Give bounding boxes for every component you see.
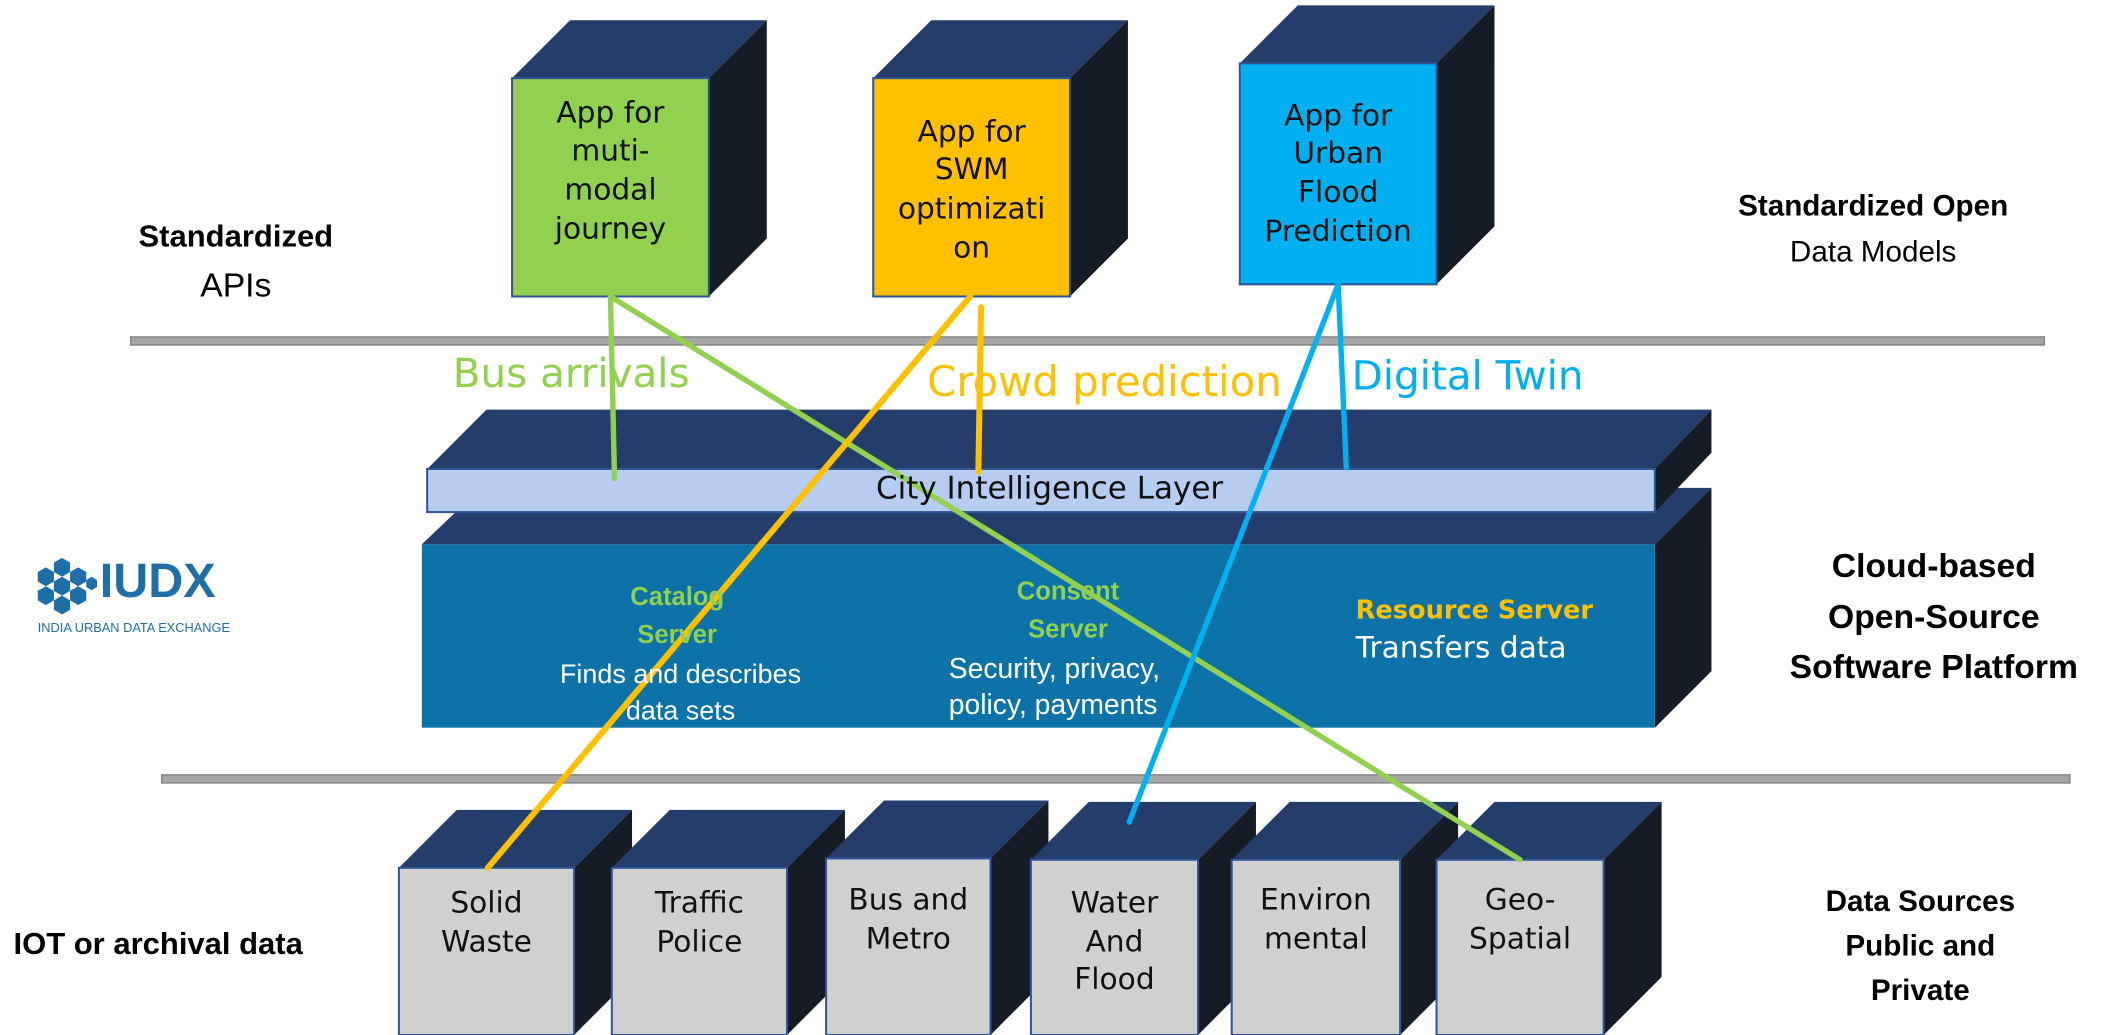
app-swm-label: App for SWM optimizati on [897,115,1046,265]
consent-server-title: Consent Server [1016,578,1120,644]
link-swm-to-intelligence [975,304,985,475]
bottom-separator [161,774,2071,784]
crowd-prediction-label: Crowd prediction [927,358,1282,407]
standardized-apis-rest: APIs [200,266,272,305]
source-geo-spatial-label: Geo- Spatial [1469,884,1572,957]
intelligence-layer-block [426,409,1712,514]
iudx-logo-mark [37,557,98,615]
link-lines [484,281,1523,871]
link-journey-to-intelligence [607,293,618,482]
source-environmental-label: Environ mental [1260,884,1372,957]
app-cube-journey [511,20,767,298]
resource-server-title: Resource Server [1355,595,1594,626]
digital-twin-label: Digital Twin [1351,353,1584,401]
source-traffic-police-label: Traffic Police [654,887,744,960]
app-journey-label: App for muti- modal journey [554,96,667,247]
open-data-models-bold: Standardized Open [1738,188,2009,223]
cloud-platform-label: Cloud-based Open-Source Software Platfor… [1789,547,2078,686]
standardized-apis-bold: Standardized [138,218,334,254]
app-cube-swm [872,20,1128,298]
source-water-flood-label: Water And Flood [1070,886,1159,998]
link-journey-to-geo-spatial [607,293,1523,863]
resource-server-desc: Transfers data [1355,632,1567,666]
app-flood-label: App for Urban Flood Prediction [1264,99,1412,249]
iot-archival-label: IOT or archival data [13,925,303,961]
link-flood-to-intelligence [1335,281,1349,471]
link-flood-to-water [1126,281,1341,825]
iudx-logo-tagline: INDIA URBAN DATA EXCHANGE [37,621,231,637]
catalog-server-title: Catalog Server [630,583,725,649]
catalog-server-desc: Finds and describes data sets [559,660,802,727]
data-sources-label: Data Sources Public and Private [1825,884,2016,1007]
link-swm-to-solid-waste [484,293,974,871]
consent-server-desc: Security, privacy, policy, payments [948,653,1160,722]
open-data-models-rest: Data Models [1789,234,1957,269]
bus-arrivals-label: Bus arrivals [452,350,690,398]
source-solid-waste-label: Solid Waste [441,887,532,960]
app-cube-flood [1238,5,1495,286]
iudx-logo-name: IUDX [99,552,216,608]
source-bus-metro-label: Bus and Metro [848,884,969,957]
city-intelligence-layer-label: City Intelligence Layer [875,471,1224,507]
top-separator [130,336,2045,346]
